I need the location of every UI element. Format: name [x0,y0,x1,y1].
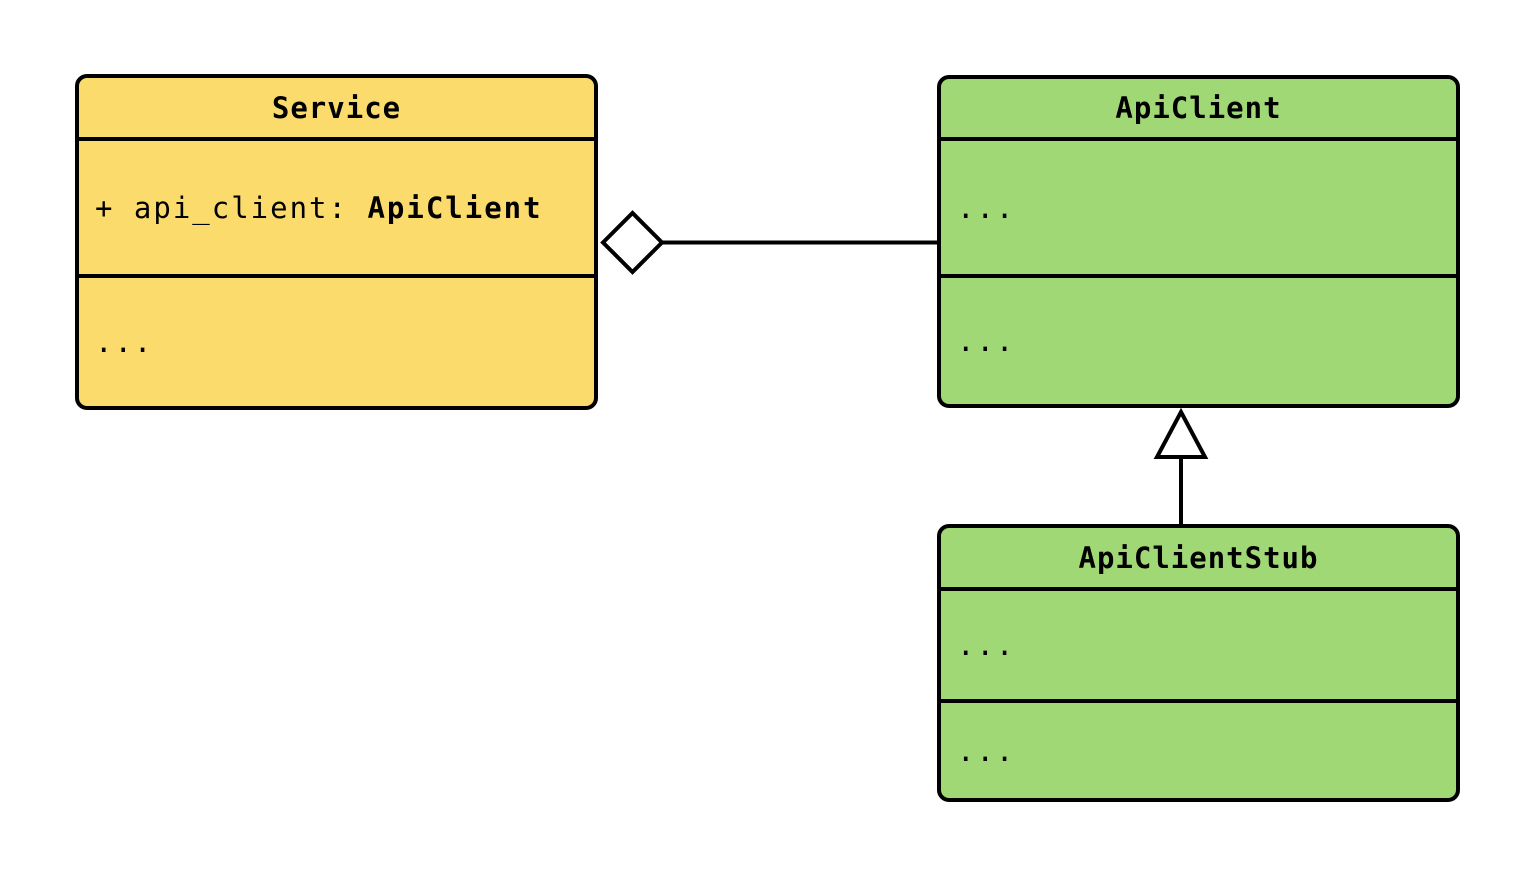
inheritance-edge [1153,407,1209,526]
apiclientstub-methods-section: ... [941,703,1456,798]
apiclient-attributes-section: ... [941,141,1456,278]
attributes-placeholder: ... [957,628,1016,662]
open-triangle-marker [1153,407,1209,459]
methods-placeholder: ... [957,733,1016,768]
service-attributes-section: + api_client: ApiClient [79,141,594,278]
class-title-apiclient: ApiClient [941,79,1456,141]
apiclient-methods-section: ... [941,278,1456,404]
class-box-apiclient: ApiClient ... ... [937,75,1460,408]
apiclientstub-attributes-section: ... [941,591,1456,703]
attribute-text-plain: + api_client: [95,190,368,225]
open-diamond-marker [600,210,665,275]
methods-placeholder: ... [957,324,1016,358]
aggregation-edge [600,210,939,275]
service-methods-section: ... [79,278,594,406]
class-box-apiclientstub: ApiClientStub ... ... [937,524,1460,802]
methods-placeholder: ... [95,325,154,359]
attribute-text-type: ApiClient [367,190,543,225]
class-title-apiclientstub: ApiClientStub [941,528,1456,591]
class-box-service: Service + api_client: ApiClient ... [75,74,598,410]
attributes-placeholder: ... [957,190,1016,225]
class-title-service: Service [79,78,594,141]
